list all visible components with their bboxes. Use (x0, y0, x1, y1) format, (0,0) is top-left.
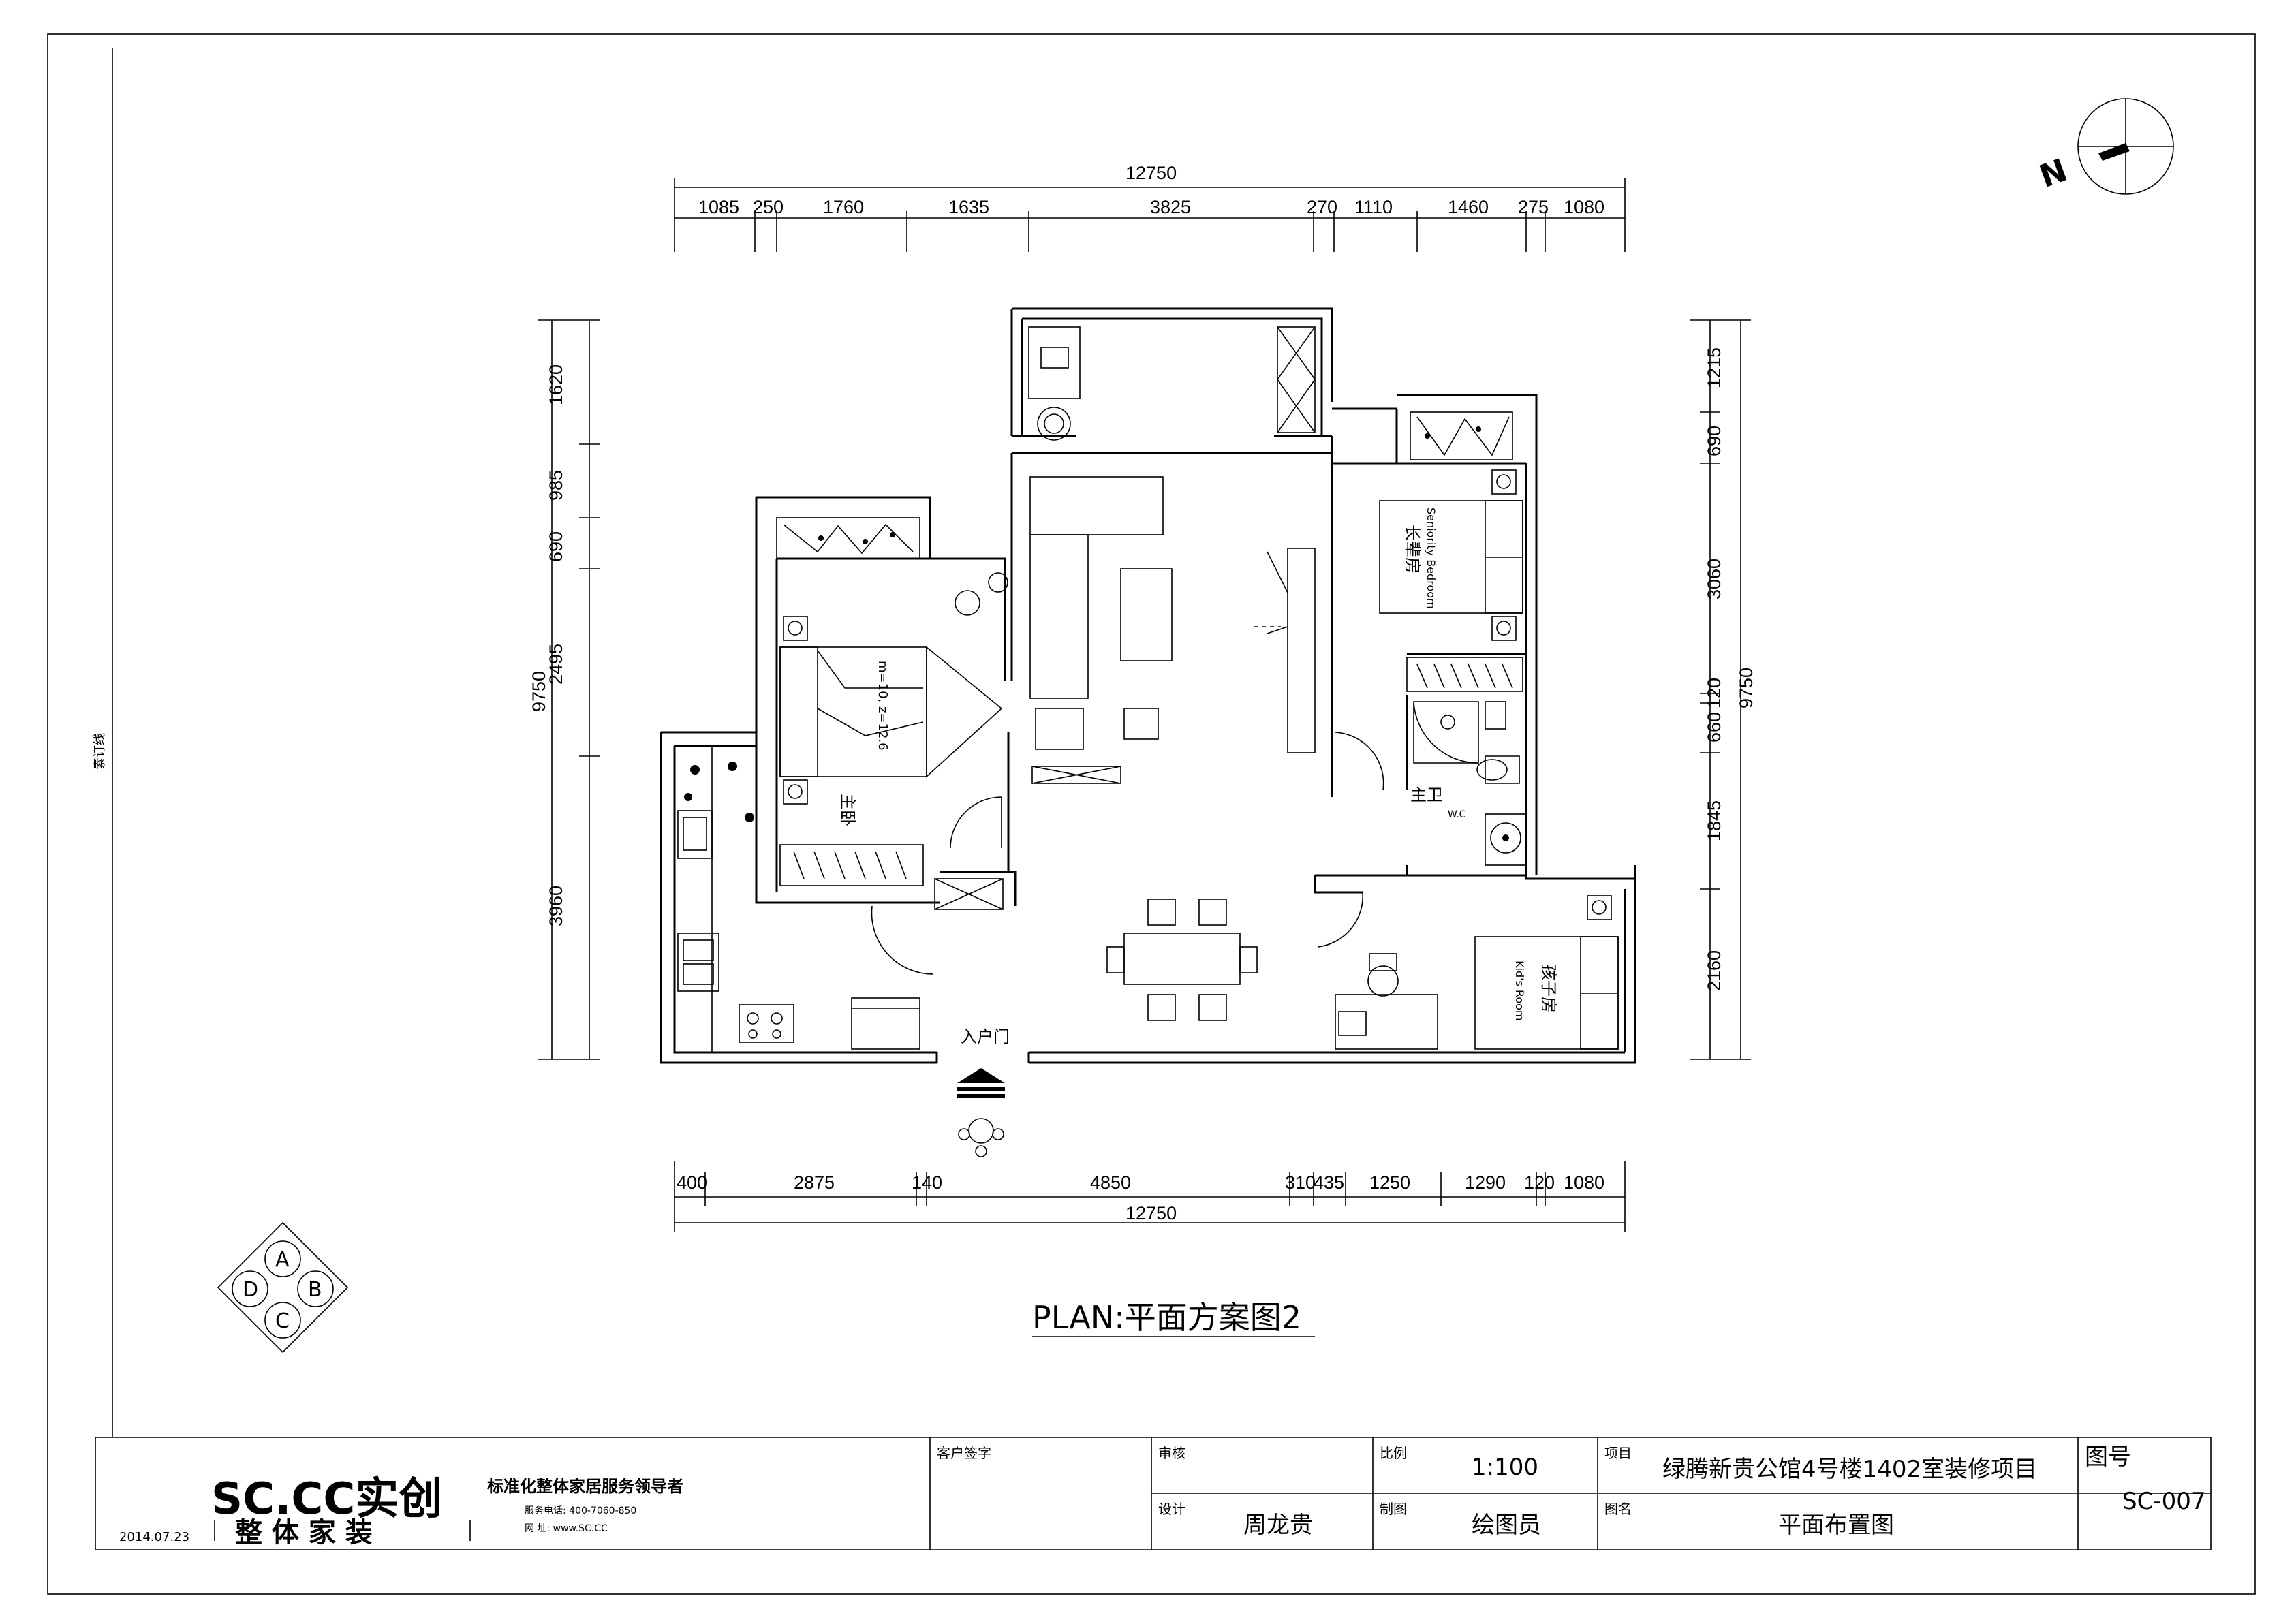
dim-left-4: 3960 (546, 886, 566, 926)
dim-right-4: 660 (1704, 712, 1724, 743)
dim-top-9: 1080 (1564, 197, 1604, 217)
dim-top-4: 3825 (1150, 197, 1191, 217)
dim-right-2: 3060 (1704, 559, 1724, 599)
walls (660, 307, 1636, 1064)
dim-bottom-total: 12750 (1126, 1203, 1177, 1223)
dim-right-5: 1845 (1704, 800, 1724, 841)
tb-project: 绿腾新贵公馆4号楼1402室装修项目 (1662, 1456, 2037, 1483)
label-master-bedroom: 主卧 (838, 794, 857, 826)
master-bath: 主卫 W.C (1410, 701, 1527, 866)
tb-web: 网 址: www.SC.CC (525, 1523, 608, 1534)
dim-bottom-1: 2875 (794, 1172, 835, 1193)
tb-drawing-no: SC-007 (2122, 1488, 2206, 1515)
tb-date: 2014.07.23 (119, 1530, 189, 1544)
dim-top-total: 12750 (1126, 163, 1177, 183)
dim-top-3: 1635 (948, 197, 989, 217)
dim-right-3: 120 (1704, 678, 1724, 708)
tb-review-label: 审核 (1158, 1445, 1185, 1461)
dim-left-2: 690 (546, 531, 566, 562)
dim-bottom-0: 400 (677, 1172, 707, 1193)
tb-phone: 服务电话: 400-7060-850 (525, 1505, 636, 1516)
master-bedroom: 主卧 m=10, z=12.6 (776, 517, 1008, 886)
label-wc: W.C (1448, 809, 1466, 820)
index-letter-c: C (275, 1309, 290, 1333)
index-letter-d: D (243, 1278, 258, 1302)
dim-right-total: 9750 (1736, 668, 1756, 708)
tb-drawing-name-label: 图名 (1604, 1501, 1632, 1517)
tb-drafter: 绘图员 (1472, 1512, 1541, 1539)
side-label: 素订线 (93, 733, 107, 770)
dim-bottom-9: 1080 (1564, 1172, 1604, 1193)
tb-tagline: 整 体 家 装 (235, 1517, 373, 1548)
tb-client-sign-label: 客户签字 (937, 1445, 991, 1461)
dim-bottom-8: 120 (1524, 1172, 1555, 1193)
tb-slogan: 标准化整体家居服务领导者 (487, 1477, 683, 1496)
tb-drafting-label: 制图 (1380, 1501, 1407, 1517)
dim-top-5: 270 (1307, 197, 1337, 217)
label-elder-room-en: Seniority Bedroom (1425, 507, 1438, 609)
tb-drawing-no-label: 图号 (2085, 1443, 2131, 1471)
kids-room: 孩子房 Kid's Room (1335, 895, 1619, 1050)
tb-drawing-name: 平面布置图 (1778, 1512, 1894, 1539)
dim-right-1: 690 (1704, 426, 1724, 456)
tb-design-label: 设计 (1158, 1501, 1185, 1517)
balcony-fixtures (1028, 326, 1316, 441)
dim-bottom-4: 310 (1285, 1172, 1316, 1193)
dim-bottom-3: 4850 (1090, 1172, 1131, 1193)
dim-top-2: 1760 (823, 197, 864, 217)
right-dimensions: 1215 690 3060 120 660 1845 2160 9750 (1690, 319, 1756, 1060)
elevation-index-marker: A B C D (217, 1221, 349, 1354)
elder-room: 长辈房 Seniority Bedroom (1379, 411, 1523, 692)
bottom-dimensions: 400 2875 140 4850 310 435 1250 1290 120 … (674, 1161, 1626, 1232)
dim-left-1: 985 (546, 470, 566, 501)
dim-bottom-7: 1290 (1465, 1172, 1506, 1193)
dim-top-0: 1085 (698, 197, 739, 217)
dim-top-1: 250 (753, 197, 784, 217)
dim-left-0: 1620 (546, 364, 566, 405)
living-room (871, 476, 1384, 1021)
sheet-border (47, 33, 2256, 1595)
label-kids-room: 孩子房 (1539, 964, 1558, 1013)
dim-left-total: 9750 (529, 671, 549, 712)
north-label: N (2034, 151, 2072, 195)
top-dimensions: 12750 1085 250 1760 1635 3825 270 1110 1… (674, 163, 1626, 252)
north-arrow: N (2034, 98, 2174, 195)
dim-bottom-5: 435 (1314, 1172, 1344, 1193)
tb-designer: 周龙贵 (1243, 1512, 1313, 1539)
left-dimensions: 9750 1620 985 690 2495 3960 (529, 319, 600, 1060)
plan-title: PLAN:平面方案图2 (1032, 1299, 1301, 1336)
label-entrance: 入户门 (961, 1027, 1010, 1046)
label-kids-room-en: Kid's Room (1513, 961, 1526, 1020)
dim-bottom-2: 140 (912, 1172, 942, 1193)
label-master-bath: 主卫 (1410, 785, 1443, 805)
dim-top-6: 1110 (1354, 197, 1393, 217)
dim-top-7: 1460 (1448, 197, 1489, 217)
index-letter-a: A (275, 1248, 290, 1272)
dim-right-6: 2160 (1704, 950, 1724, 991)
tb-logo: SC.CC实创 (211, 1474, 442, 1525)
label-bed-note: m=10, z=12.6 (875, 661, 890, 751)
dim-bottom-6: 1250 (1369, 1172, 1410, 1193)
entrance: 入户门 (957, 1027, 1010, 1157)
title-block: SC.CC实创 标准化整体家居服务领导者 服务电话: 400-7060-850 … (95, 1437, 2212, 1550)
tb-scale-label: 比例 (1380, 1445, 1407, 1461)
index-letter-b: B (308, 1278, 322, 1302)
dim-right-0: 1215 (1704, 347, 1724, 388)
tb-scale: 1:100 (1472, 1454, 1538, 1481)
tb-project-label: 项目 (1604, 1445, 1632, 1461)
dim-top-8: 275 (1518, 197, 1549, 217)
kitchen (677, 746, 920, 1052)
dim-left-3: 2495 (546, 644, 566, 685)
label-elder-room: 长辈房 (1403, 525, 1422, 574)
